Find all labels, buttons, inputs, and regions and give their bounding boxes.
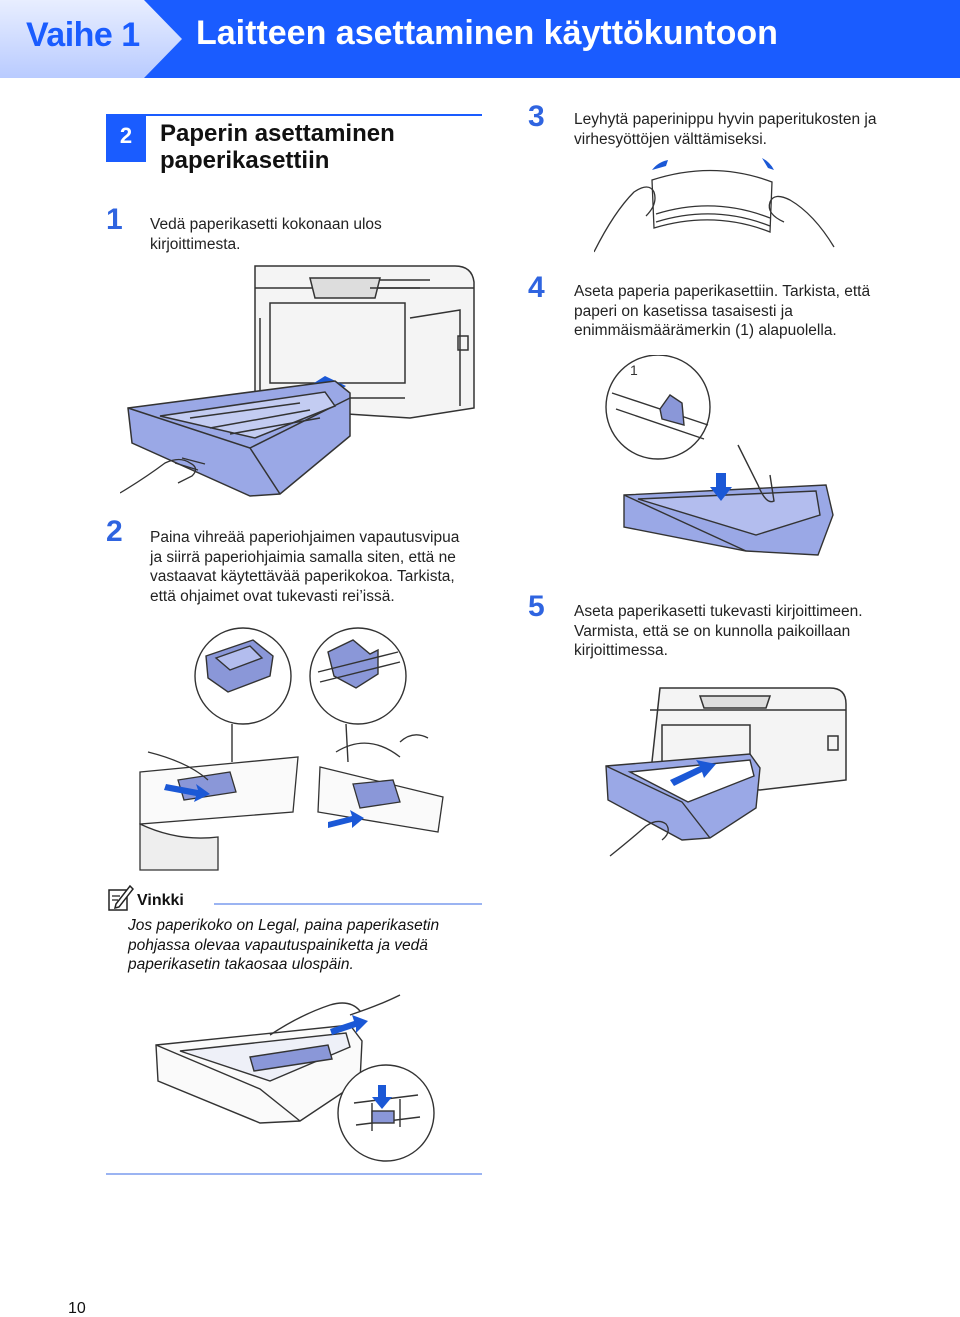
step-text-line: Varmista, että se on kunnolla paikoillaa…: [574, 622, 851, 640]
step-text-line: vastaavat käytettävää paperikokoa. Tarki…: [150, 568, 455, 585]
step-text-line: kirjoittimesta.: [150, 235, 241, 253]
tip-rule: [214, 903, 482, 905]
page-title: Laitteen asettaminen käyttökuntoon: [196, 14, 778, 52]
step-text-line: Aseta paperia paperikasettiin. Tarkista,…: [574, 283, 871, 300]
step-text-line: paperi on kasetissa tasaisesti ja: [574, 302, 793, 320]
step-text-line: Leyhytä paperinippu hyvin paperitukosten…: [574, 111, 877, 128]
step-text-line: kirjoittimessa.: [574, 642, 668, 659]
printer-tray-out-illustration: [120, 258, 490, 503]
legal-extension-illustration: [150, 985, 440, 1165]
tip-label: Vinkki: [137, 892, 184, 909]
step-text-line: virhesyöttöjen välttämiseksi.: [574, 130, 767, 148]
callout-1: 1: [630, 362, 638, 378]
step-number: 3: [528, 100, 545, 133]
step-text-line: ja siirrä paperiohjaimia samalla siten, …: [150, 548, 456, 566]
step-text-line: Paina vihreää paperiohjaimen vapautusvip…: [150, 529, 460, 546]
section-title-line: paperikasettiin: [160, 147, 330, 174]
step-text: Paina vihreää paperiohjaimen vapautusvip…: [150, 528, 490, 606]
step-text: Aseta paperikasetti tukevasti kirjoittim…: [574, 602, 934, 661]
insert-tray-illustration: [600, 680, 850, 860]
step-text-line: enimmäismäärämerkin (1) alapuolella.: [574, 322, 837, 339]
step-label: Vaihe 1: [26, 16, 140, 54]
section-end-rule: [106, 1173, 482, 1175]
tip-text-line: paperikasetin takaosaa ulospäin.: [128, 956, 354, 973]
step-tab: Vaihe 1: [0, 0, 182, 78]
tip-text-line: pohjassa olevaa vapautuspainiketta ja ve…: [128, 936, 428, 954]
step-text-line: että ohjaimet ovat tukevasti rei’issä.: [150, 587, 395, 605]
step-number: 5: [528, 590, 545, 623]
step-number: 1: [106, 203, 123, 236]
load-paper-illustration: 1: [598, 355, 843, 575]
fan-paper-illustration: [594, 152, 842, 262]
step-text: Vedä paperikasetti kokonaan ulos kirjoit…: [150, 215, 480, 254]
page-number: 10: [68, 1300, 86, 1317]
section-title-line: Paperin asettaminen: [160, 120, 395, 147]
page-header: Vaihe 1 Laitteen asettaminen käyttökunto…: [0, 0, 960, 78]
section-rule: [146, 114, 482, 116]
tip-text: Jos paperikoko on Legal, paina paperikas…: [128, 916, 488, 975]
step-text: Aseta paperia paperikasettiin. Tarkista,…: [574, 282, 934, 341]
step-text-line: Vedä paperikasetti kokonaan ulos: [150, 216, 382, 233]
tip-text-line: Jos paperikoko on Legal, paina paperikas…: [128, 917, 440, 934]
step-number: 4: [528, 271, 545, 304]
section-number: 2: [106, 114, 146, 162]
step-number: 2: [106, 515, 123, 548]
pencil-note-icon: [106, 884, 134, 912]
section-title: Paperin asettaminen paperikasettiin: [160, 120, 480, 174]
step-text-line: Aseta paperikasetti tukevasti kirjoittim…: [574, 603, 863, 620]
paper-guides-illustration: [138, 612, 458, 872]
step-text: Leyhytä paperinippu hyvin paperitukosten…: [574, 110, 934, 149]
